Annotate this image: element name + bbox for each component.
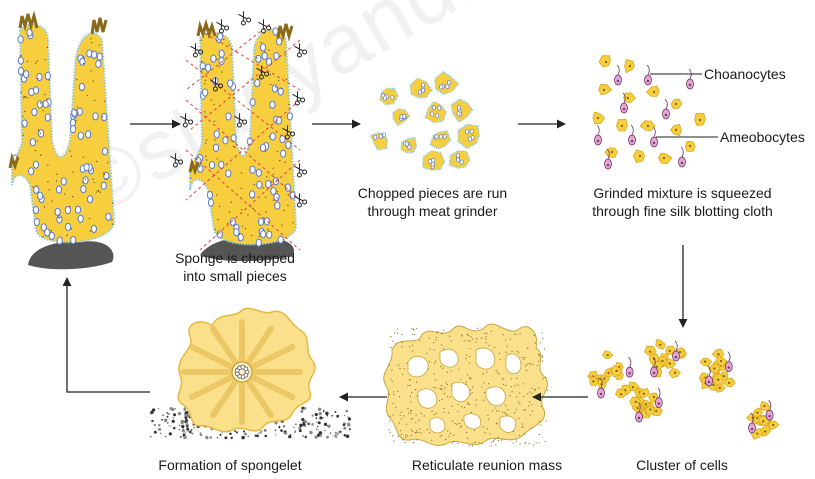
caption-spongelet: Formation of spongelet — [135, 456, 325, 474]
arrow-7 — [67, 278, 150, 392]
caption-chopping: Sponge is chopped into small pieces — [155, 249, 315, 285]
grinded-cell-mixture — [593, 56, 706, 169]
intact-sponge — [10, 14, 114, 269]
caption-reunion: Reticulate reunion mass — [392, 456, 582, 474]
label-choanocytes: Choanocytes — [704, 66, 786, 82]
caption-cluster: Cluster of cells — [612, 456, 752, 474]
caption-squeeze: Grinded mixture is squeezed through fine… — [560, 184, 805, 220]
cell-clusters — [588, 339, 779, 439]
chopped-sponge — [169, 10, 308, 261]
label-leader-lines — [650, 74, 718, 137]
chopped-pieces — [371, 72, 479, 171]
label-ameobocytes: Ameobocytes — [720, 129, 805, 145]
caption-grinder: Chopped pieces are run through meat grin… — [340, 184, 525, 220]
reticulate-mass — [384, 324, 548, 446]
spongelet — [150, 308, 351, 439]
